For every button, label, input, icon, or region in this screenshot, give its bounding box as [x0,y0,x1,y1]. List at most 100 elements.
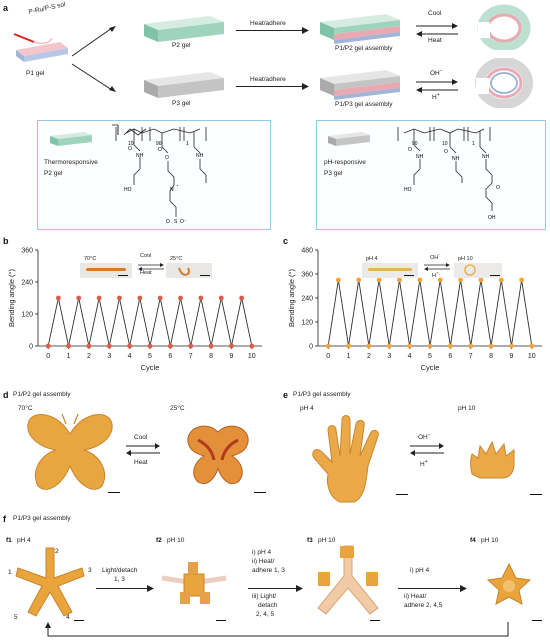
step2-label-c: adhere 1, 3 [252,567,285,574]
strip-straight [86,268,126,271]
arrowhead-icon [302,83,309,90]
chart-b-data-point [66,343,71,349]
chart-c-x-tick-label: 0 [326,353,330,360]
inset-c-ph-low: pH 4 [366,256,378,262]
chart-c-y-tick-label: 480 [301,248,313,255]
p2-label: P2 gel [172,42,191,49]
svg-text:NH: NH [196,153,204,159]
svg-text:90: 90 [156,141,162,147]
scale-bar [530,494,542,495]
panel-f-title: P1/P3 gel assembly [13,515,71,522]
chart-c-x-tick-label: 7 [469,353,473,360]
scale-bar [404,275,414,276]
chart-c-data-point [376,277,382,283]
curled-p1p2-ring [477,4,531,50]
chart-b-x-tick-label: 4 [128,353,132,360]
inset-b-cool: Cool [140,253,152,259]
star-y-shape [317,545,379,615]
f3-ph: pH 10 [318,537,336,544]
inset-b-temp-low: 25°C [170,256,183,262]
chart-c-y-tick-label: 240 [301,296,313,303]
step2-label-e: detach [258,602,278,609]
arm-5-label: 5 [14,614,18,621]
chart-b-x-tick-label: 3 [107,353,111,360]
svg-text:S: S [174,219,178,225]
oh-h-arrows [416,79,458,93]
chart-b-data-point [96,295,102,301]
box1-gel: P2 gel [44,170,63,177]
chart-b-data-point [249,343,255,349]
cool-heat-arrows-b [138,263,164,271]
chart-c-x-tick-label: 6 [448,353,452,360]
step1-arrow [96,588,150,589]
f4-label: f4 [470,537,476,544]
star-partially-curled [161,562,227,604]
scale-bar [370,620,380,621]
chart-b-data-point [76,295,82,301]
chart-c-data-point [488,343,494,349]
panel-e-letter: e [283,390,289,400]
p2-chemical-structure: ⁠ 10 90 1 O NH O O NH HO N + S O O⁻ [112,124,207,225]
chart-b-x-tick-label: 5 [148,353,152,360]
panel-c-letter: c [283,236,289,246]
chart-b-y-axis-label: Bending angle (°) [7,268,16,327]
star-curled [486,562,532,605]
chart-b-data-point [218,295,224,301]
svg-text:O⁻: O⁻ [180,219,187,225]
chart-b-x-tick-label: 7 [189,353,193,360]
panel-e-h: H+ [420,459,428,469]
scale-bar [108,492,120,493]
chart-c-data-point [417,277,423,283]
p3-gel [144,72,224,98]
chart-c-data-point [325,343,331,349]
strip-ring [464,264,476,276]
f3-label: f3 [307,537,313,544]
svg-text:+: + [176,183,179,188]
chart-c-x-tick-label: 4 [408,353,412,360]
p1-gel [16,42,68,62]
scale-bar [490,275,500,276]
chart-b-x-tick-label: 9 [230,353,234,360]
svg-text:O: O [444,149,448,155]
step1-label-b: 1, 3 [114,576,125,583]
chart-c-x-axis-label: Cycle [421,363,440,372]
panel-d-temp-low: 25°C [170,405,185,412]
svg-text:OH: OH [488,215,496,221]
p3-chemical-structure: 90 10 1 O NH O NH NH HO O OH [397,127,500,221]
step3-label-a: i) pH 4 [410,567,430,574]
chart-c-data-point [335,277,341,283]
chart-c-y-axis-label: Bending angle (°) [287,268,296,327]
heat-adhere-label-2: Heat/adhere [250,76,286,83]
chart-b-data-point [198,295,204,301]
chart-c-data-point [498,277,504,283]
cool-heat-arrows [416,23,458,37]
chart-b-data-point [229,343,234,349]
panel-a-letter: a [3,3,9,13]
chart-c-data-point [346,343,351,349]
chart-c-data-point [447,343,453,349]
chart-b-series-line [47,297,253,347]
chart-b-data-point [117,295,122,301]
arrowhead-icon [302,27,309,34]
step3-arrow [398,588,462,589]
chart-c-y-tick-label: 120 [301,320,313,327]
chart-b-data-point [86,343,92,349]
hand-curled [470,440,515,479]
f2-ph: pH 10 [167,537,185,544]
panel-e-ph-high: pH 10 [458,405,476,412]
scale-bar [200,275,210,276]
step1-label-a: Light/detach [102,567,138,574]
oh-h-arrows-c [424,263,450,271]
chart-b-data-point [178,295,183,301]
chart-c-data-point [356,277,362,283]
inset-c-ph-high: pH 10 [458,256,473,262]
panel-e-oh: OH− [418,432,431,442]
svg-text:NH: NH [452,156,460,162]
chart-b-data-point [147,343,153,349]
f4-ph: pH 10 [481,537,499,544]
chart-c-data-point [458,277,463,283]
chart-b-data-point [45,343,51,349]
step2-label-d: iii) Light/ [252,593,277,600]
step3-label-b: ii) Heat/ [404,593,427,600]
chart-b-y-tick-label: 240 [21,280,33,287]
